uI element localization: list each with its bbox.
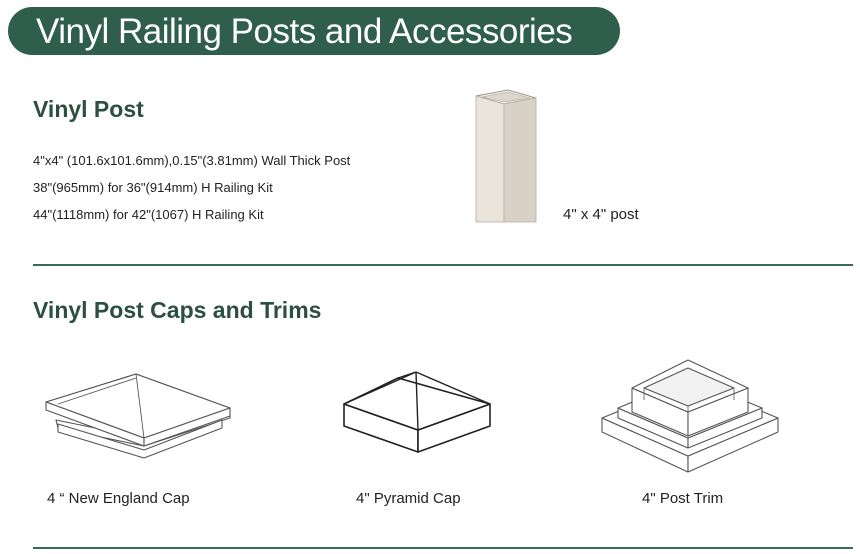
post-label: 4" x 4" post xyxy=(563,206,639,223)
post-trim-image xyxy=(601,359,779,473)
spec-line: 4"x4" (101.6x101.6mm),0.15"(3.81mm) Wall… xyxy=(33,153,351,168)
post-trim-label: 4" Post Trim xyxy=(642,490,724,507)
vinyl-post-image xyxy=(475,89,537,223)
section-divider xyxy=(33,547,853,549)
spec-line: 44"(1118mm) for 42"(1067) H Railing Kit xyxy=(33,207,264,222)
pyramid-cap-image xyxy=(343,371,491,453)
section-divider xyxy=(33,264,853,266)
title-banner: Vinyl Railing Posts and Accessories xyxy=(8,7,620,55)
new-england-cap-image xyxy=(45,373,231,459)
page-title: Vinyl Railing Posts and Accessories xyxy=(36,12,573,51)
new-england-cap-label: 4 “ New England Cap xyxy=(47,490,190,507)
spec-line: 38"(965mm) for 36"(914mm) H Railing Kit xyxy=(33,180,273,195)
caps-trims-heading: Vinyl Post Caps and Trims xyxy=(33,297,322,323)
vinyl-post-heading: Vinyl Post xyxy=(33,96,144,122)
pyramid-cap-label: 4" Pyramid Cap xyxy=(356,490,461,507)
